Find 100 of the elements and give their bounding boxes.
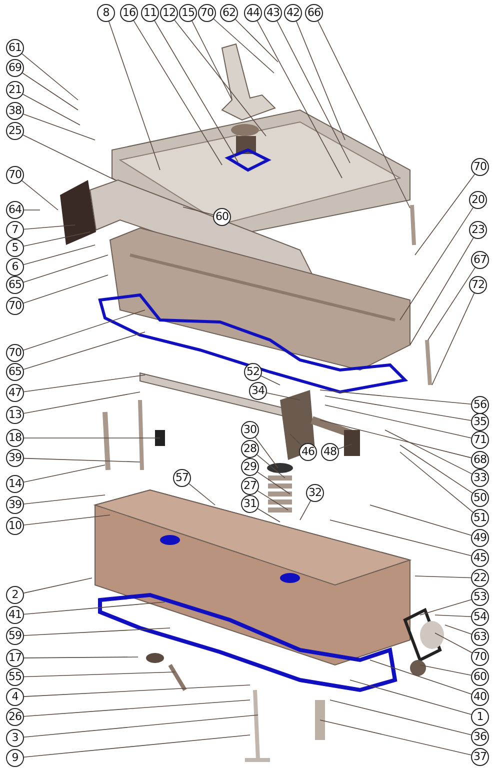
callout-number: 30	[241, 421, 259, 439]
leader-line	[24, 672, 176, 678]
callout-number: 59	[6, 627, 24, 645]
leader-line	[370, 660, 472, 695]
callout-number: 6	[6, 258, 24, 276]
callout-number: 44	[244, 4, 262, 22]
callout-number: 5	[6, 239, 24, 257]
leader-line	[434, 614, 472, 617]
callout-number: 46	[299, 443, 317, 461]
leader-line	[434, 632, 472, 654]
callout-number: 70	[471, 158, 489, 176]
callout-number: 26	[6, 708, 24, 726]
leader-line	[182, 206, 214, 216]
callout-number: 21	[6, 81, 24, 99]
leader-line	[133, 20, 222, 166]
leader-line	[330, 700, 472, 736]
callout-number: 64	[6, 201, 24, 219]
callout-number: 33	[471, 469, 489, 487]
callout-number: 36	[471, 728, 489, 746]
leader-line	[108, 21, 160, 170]
callout-number: 37	[471, 748, 489, 766]
leader-line	[22, 72, 78, 110]
leader-line	[24, 734, 250, 758]
callout-number: 65	[6, 276, 24, 294]
callout-number: 16	[120, 4, 138, 22]
callout-number: 27	[241, 477, 259, 495]
callout-number: 40	[471, 688, 489, 706]
leader-line	[338, 444, 352, 450]
callout-number: 49	[471, 529, 489, 547]
callout-number: 48	[321, 443, 339, 461]
callout-number: 28	[241, 440, 259, 458]
leader-line	[23, 274, 108, 304]
callout-number: 55	[6, 668, 24, 686]
callout-number: 72	[469, 276, 487, 294]
callout-number: 3	[6, 729, 24, 747]
leader-line	[213, 18, 274, 74]
callout-number: 53	[471, 588, 489, 606]
leader-line	[24, 458, 140, 462]
leader-line	[23, 254, 108, 283]
leader-line	[234, 18, 278, 62]
leader-line	[324, 404, 472, 438]
callout-number: 2	[6, 586, 24, 604]
callout-number: 57	[173, 469, 191, 487]
leader-line	[370, 504, 472, 536]
callout-number: 1	[471, 708, 489, 726]
leader-line	[22, 94, 80, 126]
callout-number: 39	[6, 496, 24, 514]
leader-line	[22, 53, 78, 100]
leader-line	[320, 720, 472, 756]
leader-line	[290, 434, 302, 446]
leader-line	[24, 628, 170, 636]
leader-line	[320, 390, 472, 405]
leader-line	[24, 656, 138, 658]
callout-number: 17	[6, 649, 24, 667]
leader-line	[23, 578, 92, 594]
callout-number: 60	[471, 668, 489, 686]
callout-number: 14	[6, 475, 24, 493]
leader-line	[256, 20, 342, 178]
leader-line	[414, 174, 476, 256]
callout-number: 22	[471, 569, 489, 587]
leader-line	[24, 494, 106, 504]
callout-number: 68	[471, 451, 489, 469]
leader-line	[276, 20, 350, 164]
callout-number: 35	[471, 413, 489, 431]
callout-number: 71	[471, 431, 489, 449]
leader-line	[330, 520, 472, 556]
leader-line	[24, 224, 76, 230]
leader-line	[257, 508, 280, 522]
callout-number: 18	[6, 429, 24, 447]
leader-line	[257, 472, 290, 494]
leader-line	[24, 714, 258, 738]
callout-number: 25	[6, 122, 24, 140]
callout-number: 63	[471, 628, 489, 646]
callout-number: 32	[306, 484, 324, 502]
leader-line	[420, 599, 472, 616]
callout-number: 43	[264, 4, 282, 22]
callout-number: 70	[6, 344, 24, 362]
callout-number: 29	[241, 458, 259, 476]
leader-line	[256, 454, 286, 478]
leader-line	[428, 267, 476, 340]
leader-line	[23, 114, 96, 140]
callout-number: 61	[6, 39, 24, 57]
callout-number: 47	[6, 384, 24, 402]
leader-line	[320, 420, 472, 458]
leader-line	[24, 684, 250, 697]
callout-number: 7	[6, 221, 24, 239]
leader-line	[260, 376, 280, 386]
callout-number: 41	[6, 606, 24, 624]
callout-number: 70	[6, 297, 24, 315]
leader-line	[444, 624, 472, 634]
leader-line	[400, 452, 474, 513]
callout-number: 8	[97, 4, 115, 22]
leader-line	[324, 396, 472, 421]
callout-number: 31	[241, 495, 259, 513]
callout-number: 4	[6, 688, 24, 706]
leader-line	[300, 500, 312, 520]
callout-number: 56	[471, 396, 489, 414]
leader-line	[23, 464, 106, 483]
callout-number: 20	[469, 191, 487, 209]
leader-line	[257, 490, 288, 510]
